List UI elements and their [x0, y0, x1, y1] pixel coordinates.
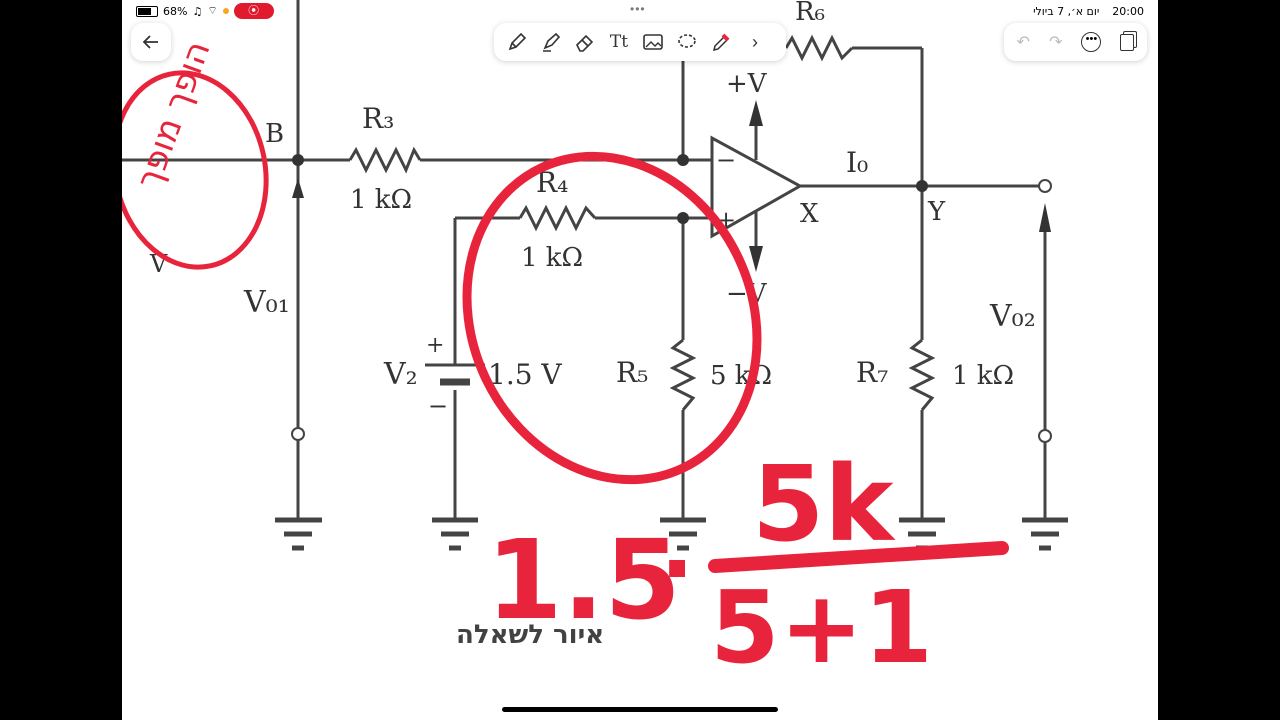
r7-label: R₇ [856, 356, 888, 389]
copy-icon[interactable] [1120, 33, 1135, 51]
inverting-input-label: − [716, 146, 736, 174]
equation-left: 1.5 [486, 516, 681, 644]
eraser-icon[interactable] [572, 29, 598, 55]
note-circle [122, 70, 269, 270]
circuit-diagram: B R₃ 1 kΩ R₄ 1 kΩ R₅ 5 kΩ R₆ R₇ 1 kΩ +V … [122, 0, 1068, 686]
r5-value: 5 kΩ [710, 361, 772, 391]
screen-recording-icon[interactable]: ⦿ [233, 3, 274, 19]
figure-caption: איור לשאלה [456, 620, 605, 650]
node-b-label: B [265, 119, 284, 149]
ink-annotations [122, 70, 1009, 573]
r7-value: 1 kΩ [952, 361, 1014, 391]
v2-value: 1.5 V [488, 358, 562, 391]
r4-r5-circle [462, 151, 762, 485]
highlighter-icon[interactable] [538, 29, 564, 55]
redo-icon[interactable]: ↷ [1048, 34, 1063, 51]
text-tool-icon[interactable]: Tt [609, 32, 629, 52]
back-button[interactable] [131, 23, 171, 61]
headphones-icon: ♫ [192, 4, 203, 18]
v2-label: V₂ [383, 357, 418, 392]
r6-label: R₆ [795, 0, 825, 27]
ground-symbols [275, 517, 1068, 551]
drawing-toolbar: Tt › [494, 23, 786, 61]
r5-label: R₅ [616, 356, 648, 389]
vo2-label: V₀₂ [989, 299, 1036, 334]
battery-icon [136, 5, 158, 17]
fraction-numerator: 5k [752, 443, 896, 565]
status-date: יום א׳, 7 ביולי [1033, 4, 1100, 18]
node-x-label: X [800, 199, 819, 229]
recording-dot-icon [222, 8, 229, 14]
window-dots-icon[interactable]: ••• [630, 2, 646, 16]
status-bar-right: יום א׳, 7 ביולי 20:00 [1033, 0, 1144, 22]
status-time: 20:00 [1112, 4, 1144, 18]
fraction-denominator: 5+1 [710, 569, 933, 686]
r3-label: R₃ [362, 102, 394, 135]
image-icon[interactable] [640, 29, 666, 55]
r4-value: 1 kΩ [521, 243, 583, 273]
marker-icon[interactable] [708, 29, 734, 55]
r3-value: 1 kΩ [350, 185, 412, 215]
equation-dot: · [660, 517, 694, 622]
wifi-icon: ⌔ [207, 4, 218, 17]
battery-minus-label: − [428, 392, 448, 420]
home-indicator[interactable] [502, 707, 778, 712]
fraction-bar [708, 541, 1009, 573]
battery-percent: 68% [163, 4, 188, 18]
plus-v-label: +V [726, 69, 768, 99]
more-icon[interactable]: ••• [1081, 32, 1102, 52]
page-actions: ↶ ↷ ••• [1004, 23, 1147, 61]
chevron-right-icon[interactable]: › [752, 31, 758, 52]
battery-plus-label: + [426, 333, 444, 358]
vo1-label: V₀₁ [243, 285, 290, 320]
document-page: B R₃ 1 kΩ R₄ 1 kΩ R₅ 5 kΩ R₆ R₇ 1 kΩ +V … [122, 0, 1158, 720]
lasso-icon[interactable] [674, 29, 700, 55]
pen-icon[interactable] [504, 29, 530, 55]
undo-icon[interactable]: ↶ [1016, 34, 1030, 51]
node-y-label: Y [927, 197, 946, 227]
status-bar-left: 68% ♫ ⌔ ⦿ [136, 0, 274, 22]
io-label: I₀ [846, 146, 868, 179]
back-arrow-icon [142, 35, 158, 49]
